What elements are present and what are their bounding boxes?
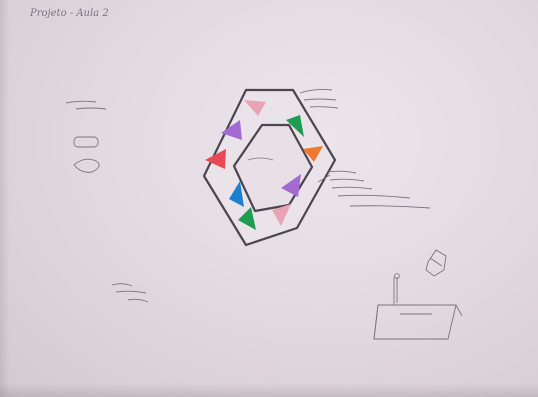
left-doodles <box>66 101 106 172</box>
main-hexagon-ring <box>204 90 335 245</box>
lower-left-doodle <box>112 284 148 302</box>
lower-right-sketch <box>374 250 462 339</box>
